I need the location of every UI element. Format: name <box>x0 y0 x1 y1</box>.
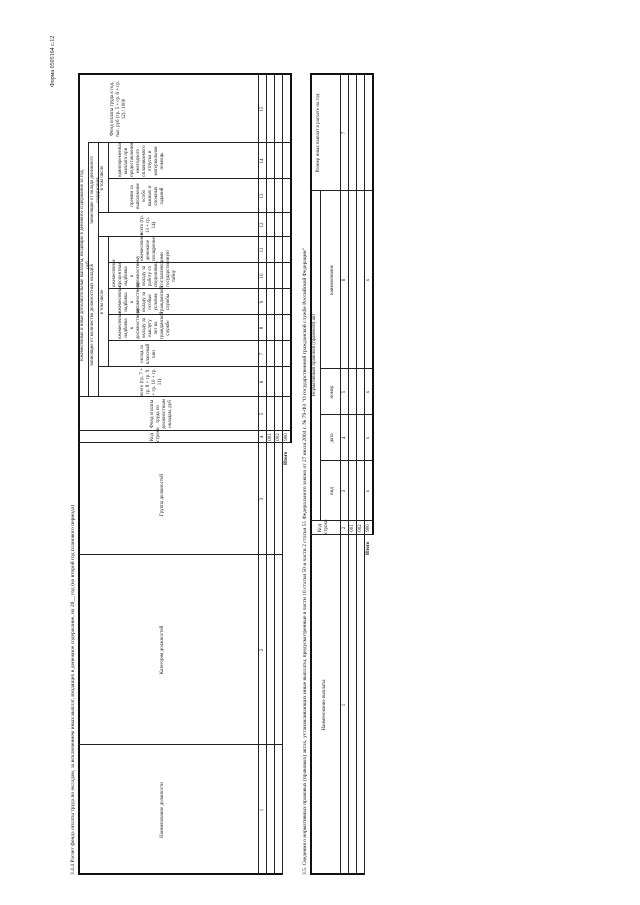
total-mark-x: x <box>366 390 371 394</box>
col-num: 15 <box>260 106 265 112</box>
row-code: 900 <box>284 433 289 441</box>
row-code: 900 <box>366 524 371 532</box>
hdr-type: вид <box>330 487 335 495</box>
total-label-2: Итого <box>366 541 371 555</box>
form-id: Форма 0505164 с.12 <box>50 35 56 87</box>
hdr-salary-fund: Фонд оплаты труда по должностным окладам… <box>150 399 173 429</box>
hdr-line-code-2: Код строки <box>318 519 329 534</box>
col-num: 13 <box>260 193 265 199</box>
col-num: 6 <box>342 278 347 282</box>
table1-line <box>78 73 290 75</box>
col-num: 3 <box>342 489 347 493</box>
col-num: 4 <box>342 436 347 440</box>
hdr-c14: единовременная выплата при предоставлени… <box>118 142 165 177</box>
hdr-dep-salary: зависящие от количества должностных окла… <box>90 264 95 366</box>
table1-line <box>274 73 275 875</box>
col-num: 10 <box>260 273 265 279</box>
total-mark-x: x <box>366 436 371 440</box>
hdr-c8: ежемесячная надбавка к должностному окла… <box>118 307 171 339</box>
col-num: 3 <box>260 497 265 501</box>
col-num: 12 <box>260 222 265 228</box>
col-num: 6 <box>260 380 265 384</box>
col-num: 8 <box>260 326 265 330</box>
table2-line <box>320 191 321 521</box>
section-title-3-4: 3.4.4 Расчет фонда оплаты труда по оклад… <box>70 504 76 875</box>
table2-line <box>310 190 372 191</box>
col-num: 5 <box>342 390 347 394</box>
total-label: Итого <box>284 451 289 465</box>
hdr-line-code: Код строки <box>150 427 161 442</box>
table2-line <box>310 73 372 75</box>
col-num: 9 <box>260 300 265 304</box>
hdr-c9: ежемесячная надбавка к должностному окла… <box>118 281 171 313</box>
col-num: 7 <box>260 352 265 356</box>
table1-line <box>78 430 290 431</box>
hdr-total-b: всего (гр. 13 + гр. 14) <box>140 214 158 236</box>
table2-line <box>356 73 357 875</box>
col-num: 2 <box>260 648 265 652</box>
hdr-total-a: всего (гр. 7 + гр. 8 + гр. 9 + гр. 10 + … <box>140 368 164 396</box>
col-num: 14 <box>260 158 265 164</box>
table1-line <box>78 554 282 555</box>
table1-line <box>78 873 282 875</box>
hdr-position-name: Наименование должности <box>160 782 165 838</box>
table1-line <box>282 73 283 875</box>
hdr-number: номер <box>330 385 335 399</box>
col-num: 5 <box>260 412 265 416</box>
total-mark-x: x <box>366 278 371 282</box>
table1-line <box>258 73 259 875</box>
col-num: 2 <box>342 526 347 530</box>
table2-line <box>340 73 341 875</box>
hdr-payment-name: Наименование выплаты <box>322 679 327 731</box>
table1-line <box>108 237 109 367</box>
table1-line <box>78 442 290 443</box>
hdr-c7: оклад за классный чин <box>140 343 157 365</box>
row-code: 002 <box>358 524 363 532</box>
hdr-position-group: Группа должностей <box>160 474 165 516</box>
hdr-total-b-label: всего <box>140 223 145 235</box>
col-num: 1 <box>260 808 265 812</box>
hdr-total-a-label: всего <box>140 384 145 396</box>
row-code: 001 <box>268 433 273 441</box>
hdr-fund-total: Фонд оплаты труда в год, тыс. руб (гр. 5… <box>110 77 128 141</box>
hdr-position-category: Категория должностей <box>160 625 165 675</box>
hdr-c11: ежемесячное денежное поощрение <box>140 233 157 261</box>
table1-bottom-border <box>290 73 292 443</box>
row-code: 002 <box>276 433 281 441</box>
table2-bottom-border <box>372 73 374 535</box>
table1-line <box>98 237 99 397</box>
hdr-c13: премии за выполнение особо важных и слож… <box>130 183 165 209</box>
hdr-in-that-number-b: в том числе <box>100 165 105 191</box>
table2-line <box>364 73 365 875</box>
table1-line <box>78 396 290 397</box>
hdr-in-that-number: в том числе <box>100 289 105 315</box>
col-num: 1 <box>342 703 347 707</box>
hdr-act: Нормативный правовой (правовой) акт <box>312 313 317 397</box>
hdr-fund-total-formula: (гр. 5 + гр. 6 + гр. 12) / 1000 <box>116 80 127 120</box>
hdr-name: наименование <box>330 264 335 296</box>
table1-line <box>266 73 267 875</box>
section-title-3-5: 3.5. Сведения о нормативных правовых (пр… <box>302 248 308 875</box>
col-num: 4 <box>260 435 265 439</box>
total-mark-x: x <box>366 489 371 493</box>
table2-line <box>310 873 364 875</box>
table1-line <box>78 744 282 745</box>
col-num: 7 <box>342 131 347 135</box>
hdr-amount: Размер иных выплат в расчете на год <box>316 93 321 173</box>
hdr-date: дата <box>330 433 335 443</box>
hdr-c10: ежемесячная процентная надбавка к должно… <box>112 250 177 287</box>
col-num: 11 <box>260 247 265 253</box>
row-code: 001 <box>350 524 355 532</box>
table2-line <box>348 73 349 875</box>
